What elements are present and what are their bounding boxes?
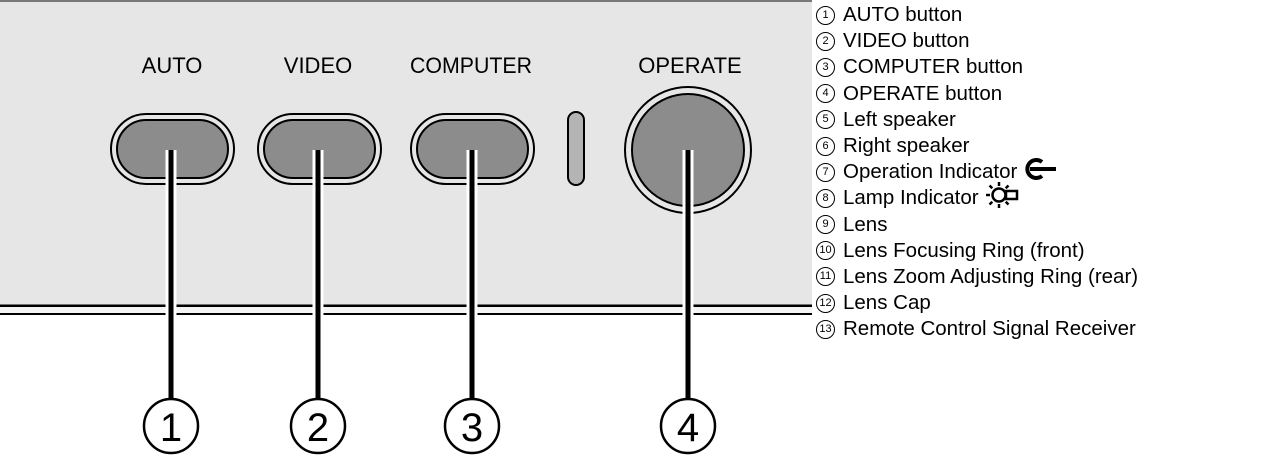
legend-item: 12 Lens Cap [816, 290, 1138, 316]
svg-text:1: 1 [160, 406, 182, 450]
lamp-indicator-icon [985, 181, 1019, 216]
legend-text: Lamp Indicator [843, 186, 979, 210]
legend-text: Right speaker [843, 133, 970, 157]
legend-item: 11 Lens Zoom Adjusting Ring (rear) [816, 264, 1138, 290]
legend-number: 12 [816, 293, 835, 313]
legend-text: AUTO button [843, 3, 963, 26]
control-panel-diagram: AUTO VIDEO COMPUTER OPERATE 1 [0, 0, 812, 455]
legend-text: Lens Focusing Ring (front) [843, 238, 1085, 262]
computer-button[interactable] [410, 113, 535, 185]
leader-lines [165, 150, 694, 400]
legend-item: 5 Left speaker [816, 107, 1138, 133]
auto-button[interactable] [110, 113, 235, 185]
legend-item: 10 Lens Focusing Ring (front) [816, 238, 1138, 264]
svg-text:2: 2 [307, 406, 329, 450]
power-indicator-icon [1023, 157, 1057, 188]
callout-4: 4 [659, 397, 717, 455]
legend-number: 10 [816, 241, 835, 261]
legend-item: 8 Lamp Indicator [816, 181, 1138, 211]
legend-number: 5 [816, 110, 835, 130]
auto-label: AUTO [142, 53, 203, 78]
legend-number: 6 [816, 136, 835, 156]
legend-number: 7 [816, 162, 835, 182]
legend-number: 2 [816, 31, 835, 51]
legend-number: 8 [816, 188, 835, 208]
legend-text: Lens Zoom Adjusting Ring (rear) [843, 264, 1139, 288]
legend-number: 11 [816, 267, 835, 287]
operate-label: OPERATE [638, 53, 742, 78]
legend-item: 6 Right speaker [816, 133, 1138, 159]
legend-number: 9 [816, 215, 835, 235]
legend-text: Lens [843, 212, 888, 236]
video-label: VIDEO [284, 53, 352, 78]
callout-2: 2 [289, 397, 347, 455]
video-button[interactable] [257, 113, 382, 185]
legend-number: 3 [816, 57, 835, 77]
callout-1: 1 [142, 397, 200, 455]
legend-item: 2 VIDEO button [816, 28, 1138, 54]
indicator-slot [567, 111, 585, 186]
legend-text: Operation Indicator [843, 160, 1018, 184]
parts-legend: 1 AUTO button 2 VIDEO button 3 COMPUTER but… [816, 2, 1138, 342]
legend-number: 1 [816, 5, 835, 25]
svg-text:3: 3 [461, 406, 483, 450]
legend-number: 4 [816, 84, 835, 104]
legend-text: COMPUTER button [843, 55, 1023, 79]
legend-item: 4 OPERATE button [816, 81, 1138, 107]
legend-text: OPERATE button [843, 81, 1003, 105]
legend-text: VIDEO button [843, 29, 970, 53]
legend-item: 1 AUTO button [816, 2, 1138, 28]
legend-text: Remote Control Signal Receiver [843, 317, 1136, 341]
callout-3: 3 [443, 397, 501, 455]
legend-item: 9 Lens [816, 212, 1138, 238]
legend-item: 13 Remote Control Signal Receiver [816, 316, 1138, 342]
legend-text: Left speaker [843, 107, 956, 131]
legend-text: Lens Cap [843, 291, 931, 315]
legend-item: 3 COMPUTER button [816, 54, 1138, 80]
computer-label: COMPUTER [410, 53, 532, 78]
legend-item: 7 Operation Indicator [816, 157, 1138, 188]
svg-text:4: 4 [677, 406, 699, 450]
legend-number: 13 [816, 319, 835, 339]
